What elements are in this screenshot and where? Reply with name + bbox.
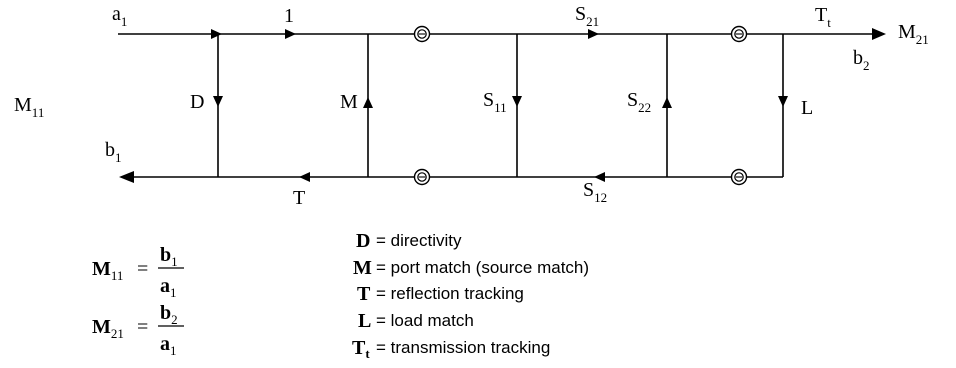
- arrow-m: [363, 97, 373, 108]
- arrow-b1: [119, 171, 134, 183]
- label-b2: b2: [853, 47, 870, 73]
- arrow-s22: [662, 97, 672, 108]
- label-s11: S11: [483, 89, 507, 115]
- arrow-t: [299, 172, 310, 182]
- arrow-l: [778, 96, 788, 107]
- legend-text: = directivity: [376, 231, 462, 250]
- legend-symbol: T: [357, 283, 371, 305]
- legend-text: = load match: [376, 311, 474, 330]
- port-junction-icon: [413, 168, 431, 186]
- label-b1: b1: [105, 139, 122, 165]
- equation-numerator: b2: [160, 302, 178, 327]
- arrow-b2: [872, 28, 886, 40]
- equation-denominator: a1: [160, 333, 177, 358]
- arrow-s12: [594, 172, 605, 182]
- equation-m21: M21 = b2 a1: [92, 302, 184, 358]
- legend-symbol: Tt: [352, 337, 370, 361]
- legend-symbol: L: [358, 310, 371, 332]
- label-1: 1: [284, 5, 294, 27]
- legend-symbol: D: [356, 230, 370, 252]
- arrow-d: [213, 96, 223, 107]
- label-m11: M11: [14, 94, 44, 120]
- label-t: T: [293, 187, 305, 209]
- equation-lhs: M21: [92, 316, 124, 341]
- legend-text: = port match (source match): [376, 258, 589, 277]
- label-l: L: [801, 97, 813, 119]
- legend-text: = transmission tracking: [376, 338, 550, 357]
- port-junction-icon: [730, 25, 748, 43]
- label-m21: M21: [898, 21, 929, 47]
- arrow-s11: [512, 96, 522, 107]
- port-junction-icon: [413, 25, 431, 43]
- label-m: M: [340, 91, 358, 113]
- equation-equals: =: [137, 316, 148, 338]
- equation-denominator: a1: [160, 275, 177, 300]
- equation-equals: =: [137, 258, 148, 280]
- label-s21: S21: [575, 3, 599, 29]
- equation-m11: M11 = b1 a1: [92, 244, 184, 300]
- label-d: D: [190, 91, 204, 113]
- label-tt: Tt: [815, 4, 831, 30]
- legend-symbol: M: [353, 257, 372, 279]
- label-a1: a1: [112, 3, 127, 29]
- equation-numerator: b1: [160, 244, 178, 269]
- arrow-s21: [588, 29, 599, 39]
- legend-text: = reflection tracking: [376, 284, 524, 303]
- arrow-a1: [211, 29, 222, 39]
- label-s12: S12: [583, 179, 607, 205]
- label-s22: S22: [627, 89, 651, 115]
- arrow-1: [285, 29, 296, 39]
- legend: D = directivity M = port match (source m…: [352, 230, 589, 361]
- port-junction-icon: [730, 168, 748, 186]
- equation-lhs: M11: [92, 258, 123, 283]
